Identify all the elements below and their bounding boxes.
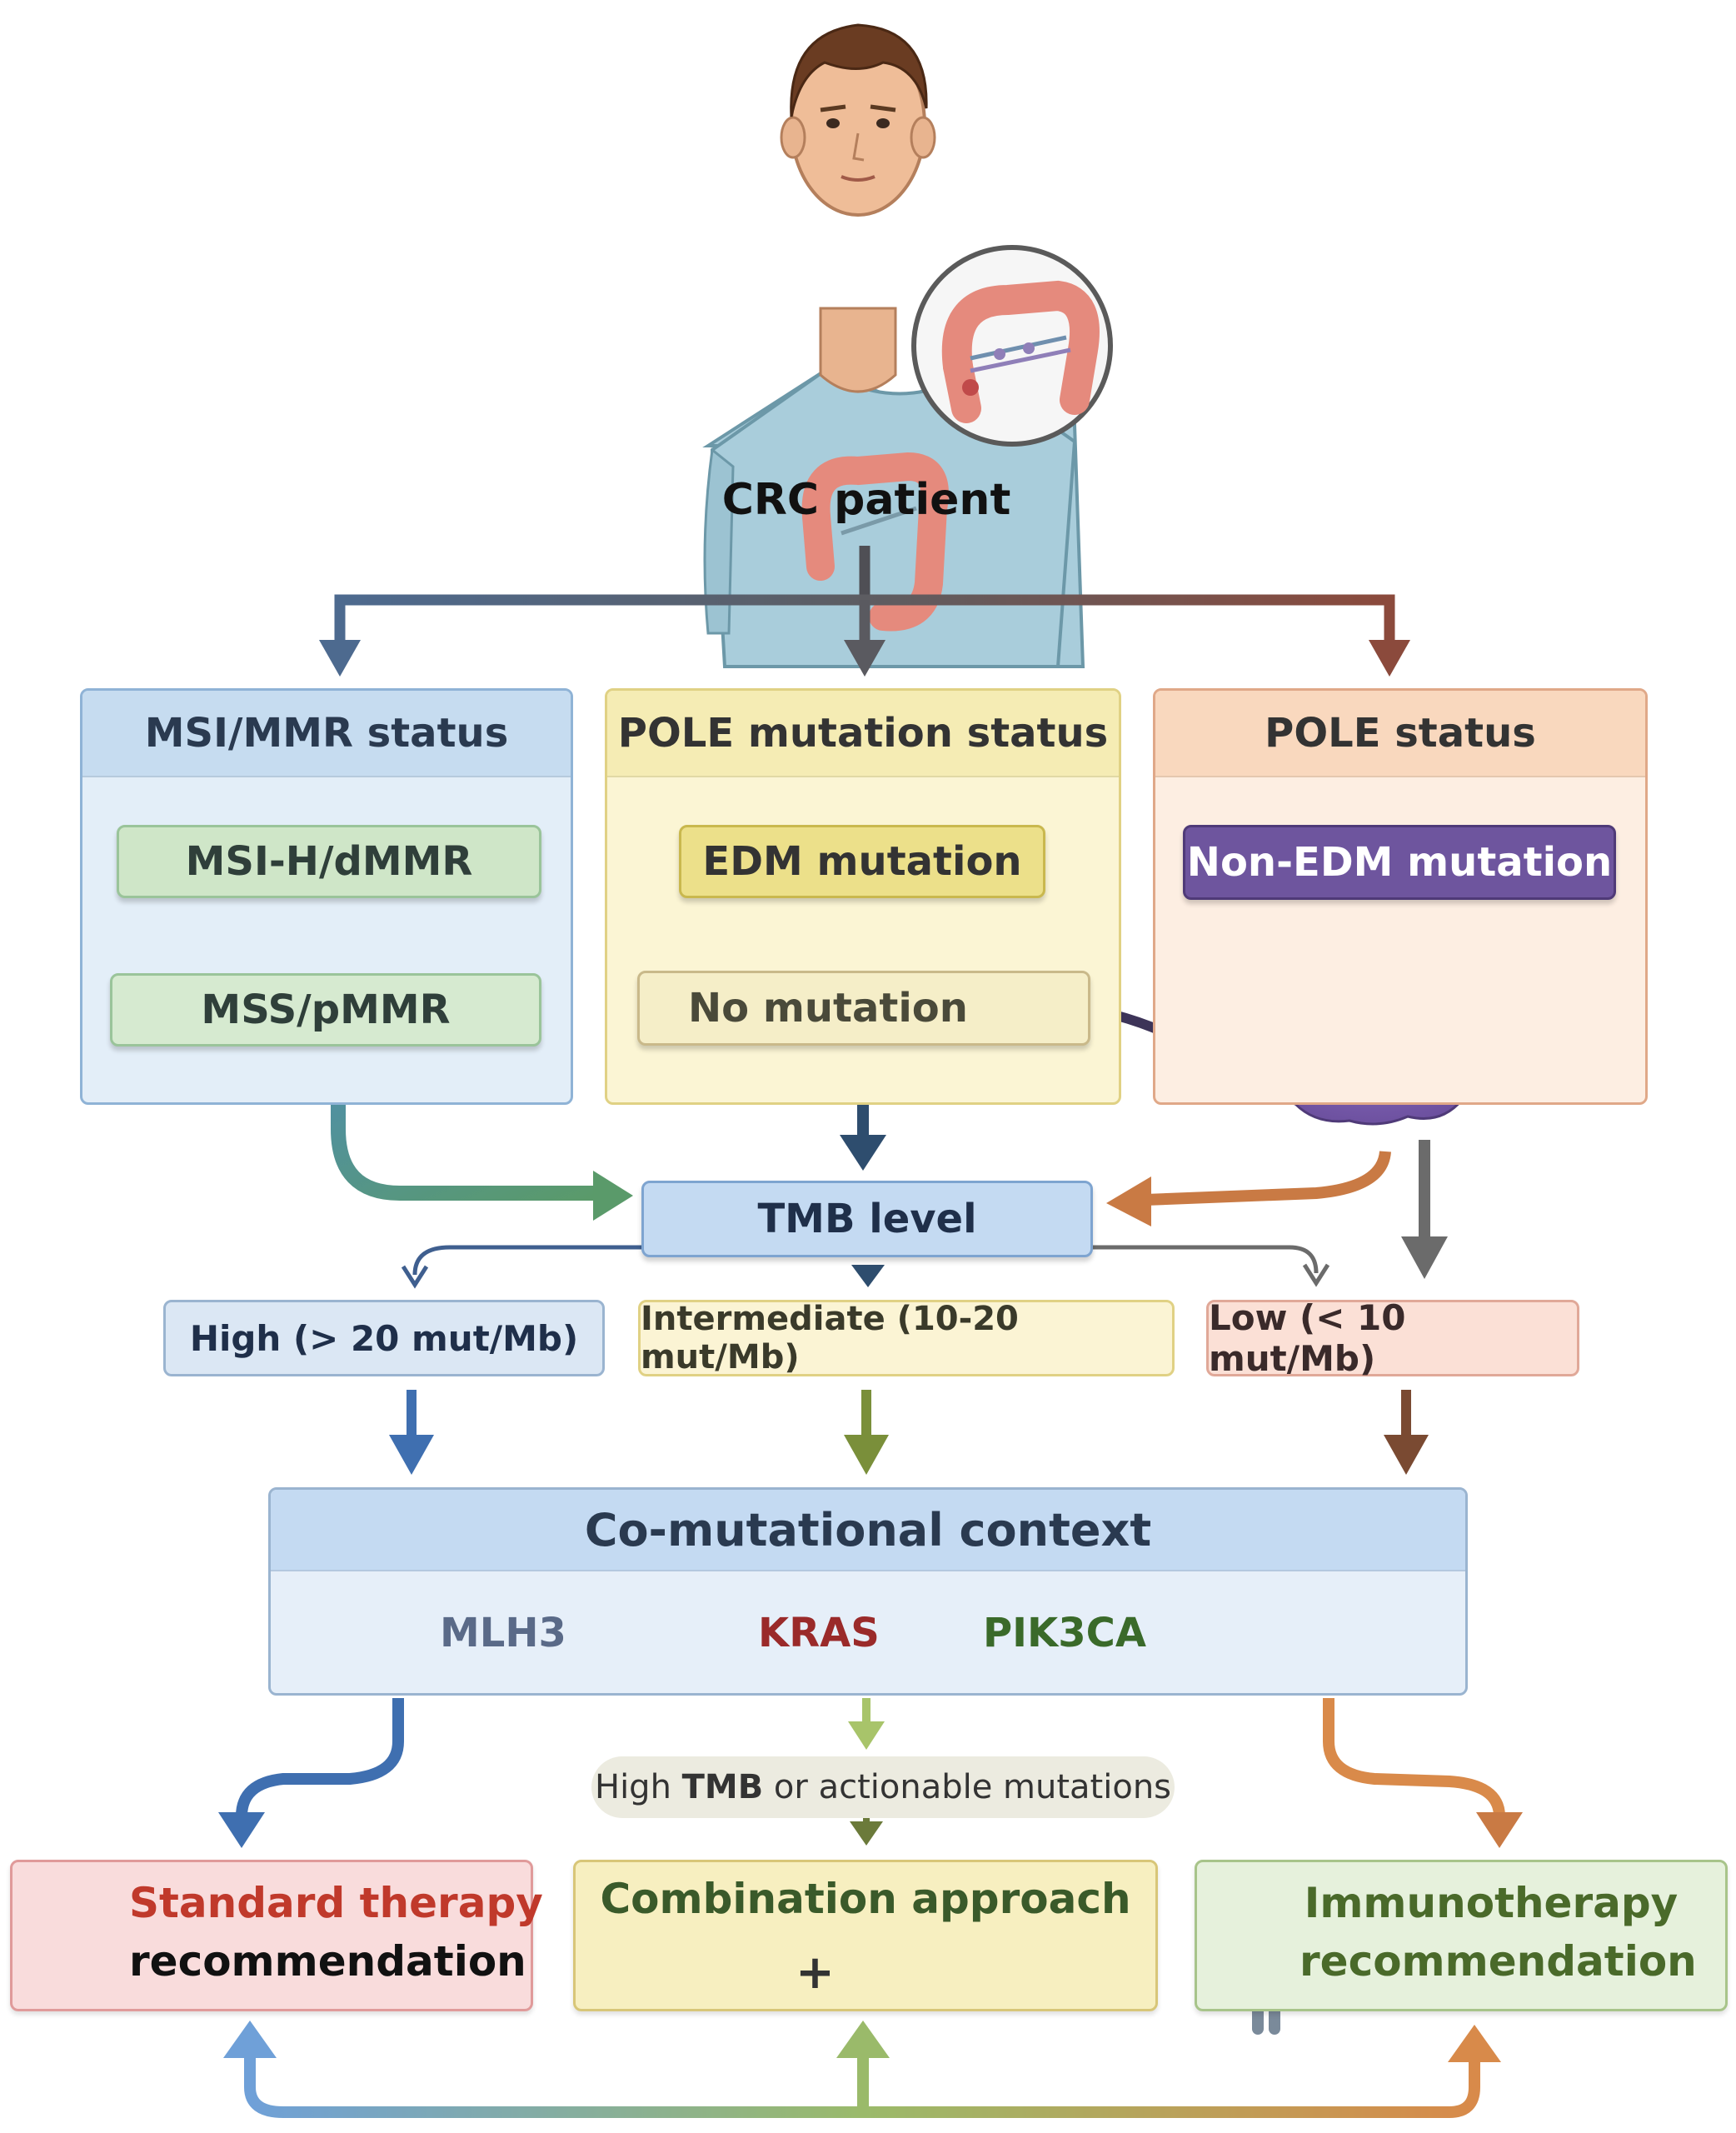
msi-h-dmmr-box: MSI-H/dMMR	[117, 825, 541, 898]
high-tmb-note: High TMB or actionable mutations	[591, 1756, 1175, 1818]
gene-mlh3: MLH3	[440, 1610, 566, 1656]
combination-approach-box	[573, 1860, 1158, 2011]
tumor-to-low-arrow	[1401, 1140, 1448, 1279]
gene-pik3ca: PIK3CA	[983, 1610, 1147, 1656]
non-edm-mutation-box: Non-EDM mutation	[1183, 825, 1616, 900]
immunotherapy-subtitle: recommendation	[1300, 1937, 1697, 1986]
tmb-low-box: Low (< 10 mut/Mb)	[1206, 1297, 1579, 1379]
edm-mutation-box: EDM mutation	[679, 825, 1045, 898]
msi-mmr-panel-title: MSI/MMR status	[82, 691, 571, 777]
immunotherapy-box	[1195, 1860, 1728, 2011]
gene-kras: KRAS	[758, 1610, 880, 1656]
no-mutation-box: No mutation	[637, 971, 1090, 1046]
note-text-pre: High	[594, 1768, 682, 1806]
msi-to-tmb-arrow	[331, 1065, 633, 1221]
plus-sign: +	[796, 1946, 835, 2000]
note-text-bold: TMB	[681, 1768, 764, 1806]
co-mutational-context-panel: Co-mutational context	[268, 1487, 1468, 1696]
tmb-level-box: TMB level	[641, 1181, 1093, 1257]
pole-status-panel-title: POLE status	[1155, 691, 1645, 777]
co-mutational-context-title: Co-mutational context	[271, 1490, 1465, 1571]
patient-split-arrows	[319, 546, 1410, 677]
immunotherapy-title: Immunotherapy	[1304, 1879, 1679, 1927]
bottom-feedback-arrows	[223, 2021, 1501, 2118]
comutation-to-outcome-arrows	[218, 1698, 1523, 1848]
tmb-intermediate-box: Intermediate (10-20 mut/Mb)	[638, 1300, 1175, 1376]
tmb-high-box: High (> 20 mut/Mb)	[163, 1300, 605, 1376]
pole-mutation-panel-title: POLE mutation status	[607, 691, 1119, 777]
tumor-to-tmb-arrow	[1106, 1150, 1391, 1226]
tmb-branch-arrows	[401, 1245, 1330, 1289]
tmb-to-comutation-arrows	[389, 1390, 1429, 1475]
note-text-post: or actionable mutations	[763, 1768, 1172, 1806]
mss-pmmr-box: MSS/pMMR	[110, 973, 541, 1047]
combination-approach-title: Combination approach	[600, 1875, 1131, 1923]
standard-therapy-title: Standard therapy	[129, 1879, 543, 1927]
standard-therapy-box	[10, 1860, 533, 2011]
patient-illustration	[702, 23, 1113, 668]
standard-therapy-subtitle: recommendation	[129, 1937, 526, 1986]
patient-label: CRC patient	[721, 475, 1011, 525]
